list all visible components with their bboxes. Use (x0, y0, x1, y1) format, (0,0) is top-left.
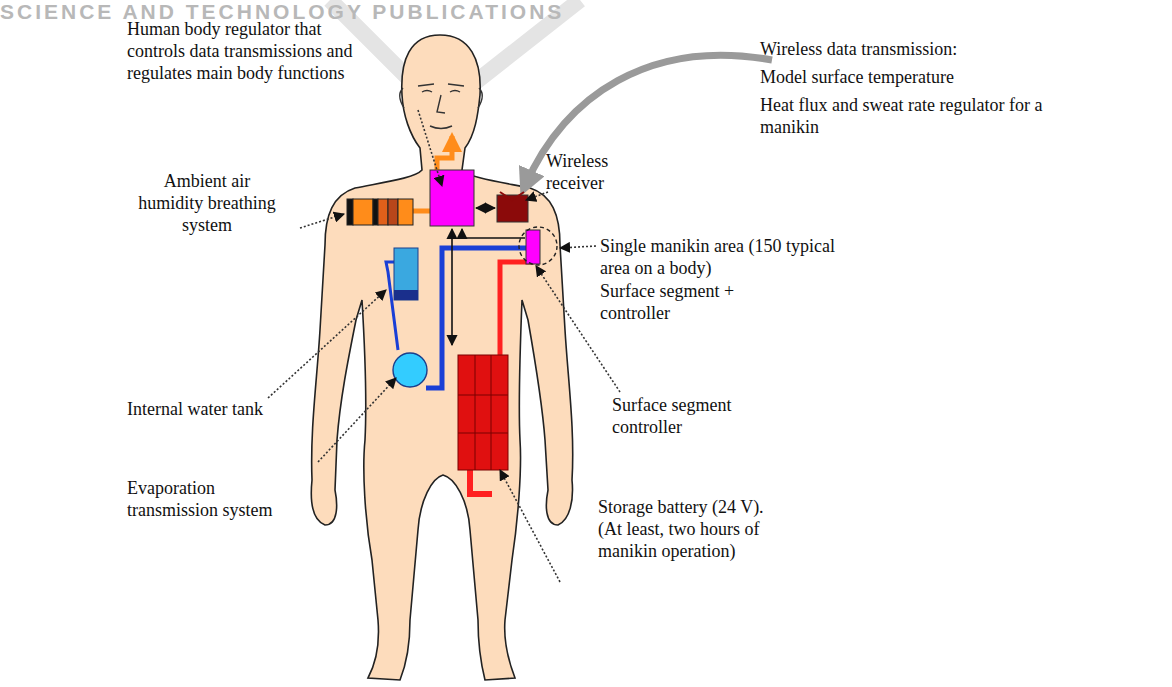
breathing-system (347, 199, 413, 225)
breathing-tube (413, 209, 430, 214)
segment-controller (526, 230, 540, 264)
storage-battery (458, 355, 508, 470)
callout-label: Single manikin area (150 typical area on… (600, 235, 860, 279)
callout-label: Human body regulator that controls data … (127, 18, 377, 84)
water-tank (394, 248, 418, 300)
antenna (500, 192, 524, 200)
data-link (462, 229, 525, 238)
data-link (451, 229, 453, 345)
power-line (470, 468, 492, 494)
water-tank (394, 290, 418, 300)
callout-label: Ambient air humidity breathing system (132, 170, 282, 236)
evaporation-pump (393, 353, 427, 387)
face (400, 84, 483, 129)
callout-label: Storage battery (24 V). (At least, two h… (598, 496, 778, 562)
callout-label: Surface segment controller (612, 394, 762, 438)
regulator-box (430, 170, 474, 226)
breathing-tube (437, 136, 452, 170)
power-line (500, 262, 534, 356)
callout-label: Surface segment + controller (600, 280, 800, 324)
callout-label: Model surface temperature (760, 66, 1090, 88)
body-outline (311, 35, 572, 680)
callout-label: Wireless data transmission: (760, 38, 1090, 60)
callout-label: Wireless receiver (546, 150, 646, 194)
callout-label: Internal water tank (127, 398, 277, 420)
callout-label: Evaporation transmission system (127, 477, 277, 521)
callout-label: Heat flux and sweat rate regulator for a… (760, 94, 1050, 138)
segment-area-circle (519, 227, 557, 265)
data-link (476, 207, 495, 209)
